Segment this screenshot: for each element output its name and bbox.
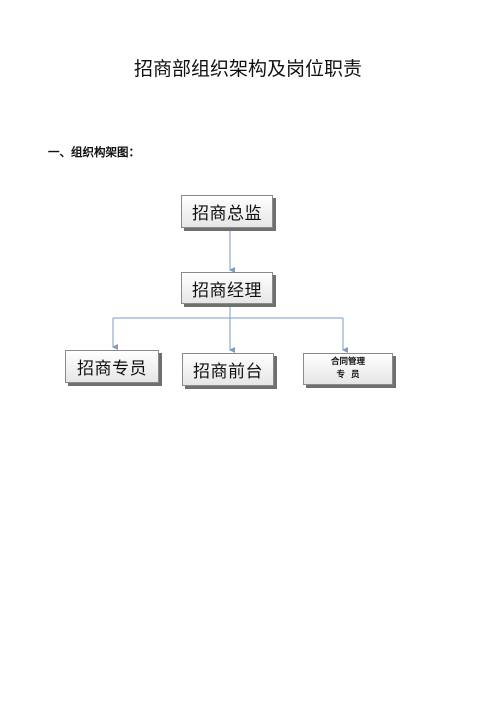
- section-heading: 一、组织构架图：: [48, 145, 140, 159]
- page-title: 招商部组织架构及岗位职责: [133, 58, 362, 80]
- node-specialist: 招商专员: [65, 350, 159, 383]
- node-contract-line2: 专 员: [336, 370, 360, 380]
- node-contract-line1: 合同管理: [330, 357, 365, 367]
- node-reception: 招商前台: [182, 353, 274, 386]
- node-director: 招商总监: [181, 195, 273, 228]
- node-contract-manager: 合同管理 专 员: [303, 353, 393, 385]
- node-manager: 招商经理: [181, 272, 273, 304]
